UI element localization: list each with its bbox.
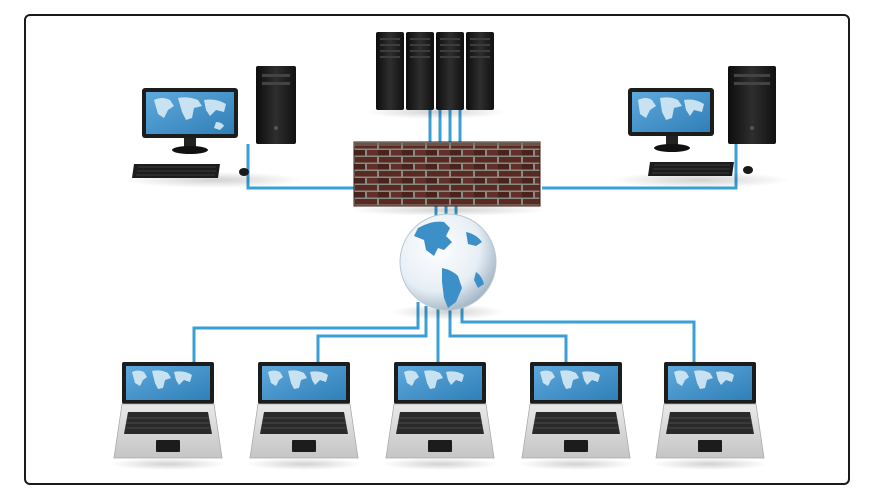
keyboard-icon [648,162,734,176]
brick-wall-icon [348,141,548,216]
network-diagram [110,32,790,470]
mouse-icon [743,166,753,174]
cable-desktop-left-firewall [246,144,356,190]
cable-desktop-right-firewall [542,144,738,190]
desktop-computer-icon [610,66,790,188]
desktop-computer-icon [124,66,304,188]
server-unit [466,32,494,110]
server-unit [406,32,434,110]
globe-icon [392,213,504,320]
server-rack-icon [366,32,506,119]
diagram-frame [24,14,850,485]
tower-case [256,66,296,144]
world-map-icon [638,97,704,120]
monitor [628,88,714,152]
laptop-layer [110,362,768,470]
mouse-icon [239,168,249,176]
server-unit [436,32,464,110]
tower-case [728,66,776,144]
keyboard-icon [132,164,220,178]
laptop-icon [246,362,362,470]
laptop-icon [518,362,634,470]
laptop-icon [110,362,226,470]
world-map-icon [154,97,226,130]
monitor [142,88,238,154]
laptop-icon [652,362,768,470]
laptop-icon [382,362,498,470]
server-unit [376,32,404,110]
